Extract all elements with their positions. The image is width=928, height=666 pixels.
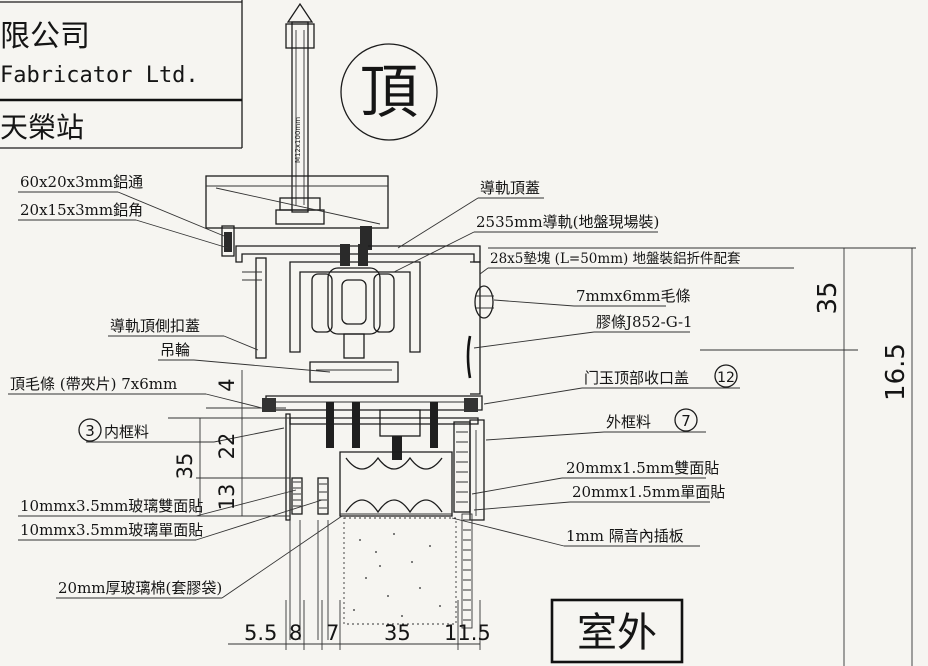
glass-tape-single xyxy=(317,477,329,515)
glass-wool-panel xyxy=(289,513,473,640)
bolt-nut xyxy=(279,197,321,211)
label-gasket-j852: 膠條J852-G-1 xyxy=(596,313,693,331)
section-mark-circle xyxy=(340,43,438,141)
dim-8: 8 xyxy=(289,621,302,645)
dim-5-5: 5.5 xyxy=(244,621,277,645)
label-door-cap: 门玉顶部收口盖 xyxy=(584,369,689,387)
station-name: 天榮站 xyxy=(0,111,84,144)
label-rail-top-cover: 導軌頂蓋 xyxy=(480,179,540,197)
inner-frame xyxy=(285,413,291,521)
company-name-cn: 限公司 xyxy=(0,19,90,54)
door-frame xyxy=(262,395,485,521)
glass-tape-double xyxy=(291,477,303,515)
dim-13: 13 xyxy=(215,484,239,511)
dim-11-5: 11.5 xyxy=(444,621,491,645)
bolt-text: M12x100mm xyxy=(294,117,302,163)
outside-mark-box xyxy=(550,598,684,664)
left-dimensions: 4 22 35 13 xyxy=(168,370,290,517)
hanger-bolt: M12x100mm xyxy=(275,2,325,225)
door-cap xyxy=(265,395,483,411)
outside-mark-text: 室外 xyxy=(577,610,657,656)
alu-angle xyxy=(221,225,235,257)
dim-16-5: 16.5 xyxy=(881,343,911,401)
dim-35-right: 35 xyxy=(813,281,843,314)
label-rail-2535: 2535mm導軌(地盤現場裝) xyxy=(476,213,659,231)
leader-lines xyxy=(8,191,794,599)
label-brush-7x6: 7mmx6mm毛條 xyxy=(576,287,690,305)
dim-35-bottom: 35 xyxy=(384,621,411,645)
alu-tube xyxy=(205,175,389,229)
label-spacer-block: 28x5墊塊 (L=50mm) 地盤裝鋁折件配套 xyxy=(490,251,741,267)
bolt-head xyxy=(286,2,314,23)
top-alu-assembly xyxy=(205,175,389,257)
glass-wool-fill xyxy=(343,517,457,625)
label-glass-tape-single: 10mmx3.5mm玻璃單面貼 xyxy=(20,521,203,539)
dim-22: 22 xyxy=(215,433,239,460)
right-seals xyxy=(466,261,494,395)
title-block: 限公司 Fabricator Ltd. 天榮站 xyxy=(0,0,243,149)
label-insert-panel: 1mm 隔音內插板 xyxy=(566,527,684,545)
label-alu-tube: 60x20x3mm鋁通 xyxy=(20,173,143,191)
bolt-washer xyxy=(275,209,325,225)
rail-top-cover xyxy=(235,245,481,359)
inner-frame-number-circle xyxy=(78,418,102,442)
dim-4: 4 xyxy=(215,378,239,391)
outer-frame-number: 7 xyxy=(681,412,691,430)
outside-mark: 室外 xyxy=(550,598,684,664)
inner-frame-number: 3 xyxy=(85,422,95,440)
rail-body xyxy=(289,244,421,383)
label-tape-single: 20mmx1.5mm單面貼 xyxy=(572,483,725,501)
outer-frame-number-circle xyxy=(674,408,698,432)
insulation-wool-block xyxy=(339,451,453,517)
label-outer-frame: 外框料 xyxy=(606,413,651,431)
dim-7: 7 xyxy=(326,621,339,645)
outer-frame xyxy=(469,419,485,521)
label-alu-angle: 20x15x3mm鋁角 xyxy=(20,201,143,219)
label-tape-double: 20mmx1.5mm雙面貼 xyxy=(566,459,719,477)
gasket-j852 xyxy=(466,335,472,379)
door-cap-number-circle xyxy=(714,364,738,388)
label-hanging-wheel: 吊輪 xyxy=(160,341,190,359)
label-inner-frame: 内框料 xyxy=(104,423,149,441)
wheel-holder xyxy=(309,361,399,383)
right-dimensions: 35 16.5 xyxy=(488,247,916,666)
dim-35-left: 35 xyxy=(173,453,197,480)
section-mark: 頂 xyxy=(340,43,438,141)
label-top-brush: 頂毛條 (帶夾片) 7x6mm xyxy=(10,375,177,393)
label-glass-tape-double: 10mmx3.5mm玻璃雙面貼 xyxy=(20,497,203,515)
company-name-en: Fabricator Ltd. xyxy=(0,63,199,88)
section-mark-text: 頂 xyxy=(360,58,418,126)
bottom-dimensions: 5.5 8 7 35 11.5 xyxy=(228,600,491,650)
door-cap-number: 12 xyxy=(717,370,735,386)
label-glass-wool: 20mm厚玻璃棉(套膠袋) xyxy=(58,579,222,597)
label-rail-side-cover: 導軌頂側扣蓋 xyxy=(110,317,200,335)
brush-7x6 xyxy=(474,285,494,319)
part-labels: 60x20x3mm鋁通 20x15x3mm鋁角 導軌頂蓋 2535mm導軌(地盤… xyxy=(10,173,741,597)
